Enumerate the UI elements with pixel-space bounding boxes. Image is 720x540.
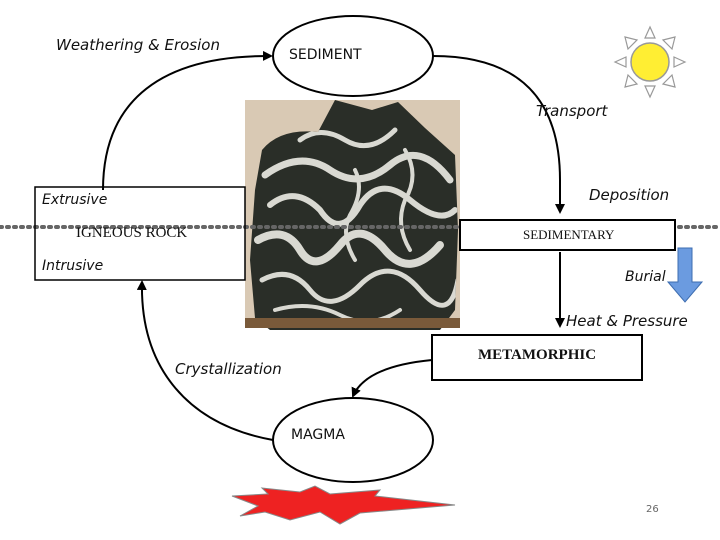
igneous-box [34,186,246,281]
metamorphic-label: METAMORPHIC [478,347,597,363]
intrusive-label: Intrusive [42,258,104,274]
sedimentary-box [459,219,676,251]
igneous-label: IGNEOUS ROCK [76,225,188,241]
gneiss-rock-photo [245,100,460,330]
transport-label: Transport [536,102,608,120]
heat-burst-icon [231,485,456,525]
magma-label: MAGMA [291,427,345,443]
crystallization-arrow [136,280,274,441]
crystallization-label: Crystallization [175,360,282,378]
melting-arrow [351,359,433,398]
page-number: 26 [646,504,659,515]
burial-label: Burial [625,269,666,285]
deposition-label: Deposition [589,186,670,204]
transport-arrow [432,55,565,214]
extrusive-label: Extrusive [42,192,108,208]
sediment-label: SEDIMENT [289,47,362,63]
heat-pressure-label: Heat & Pressure [566,312,688,330]
metamorphic-box [431,334,643,381]
weathering-label: Weathering & Erosion [56,36,220,54]
sedimentary-label: SEDIMENTARY [523,227,615,242]
down-arrow-icon [666,247,704,303]
sun-icon [613,25,687,99]
photo-base [245,318,460,328]
weathering-arrow [102,50,273,191]
